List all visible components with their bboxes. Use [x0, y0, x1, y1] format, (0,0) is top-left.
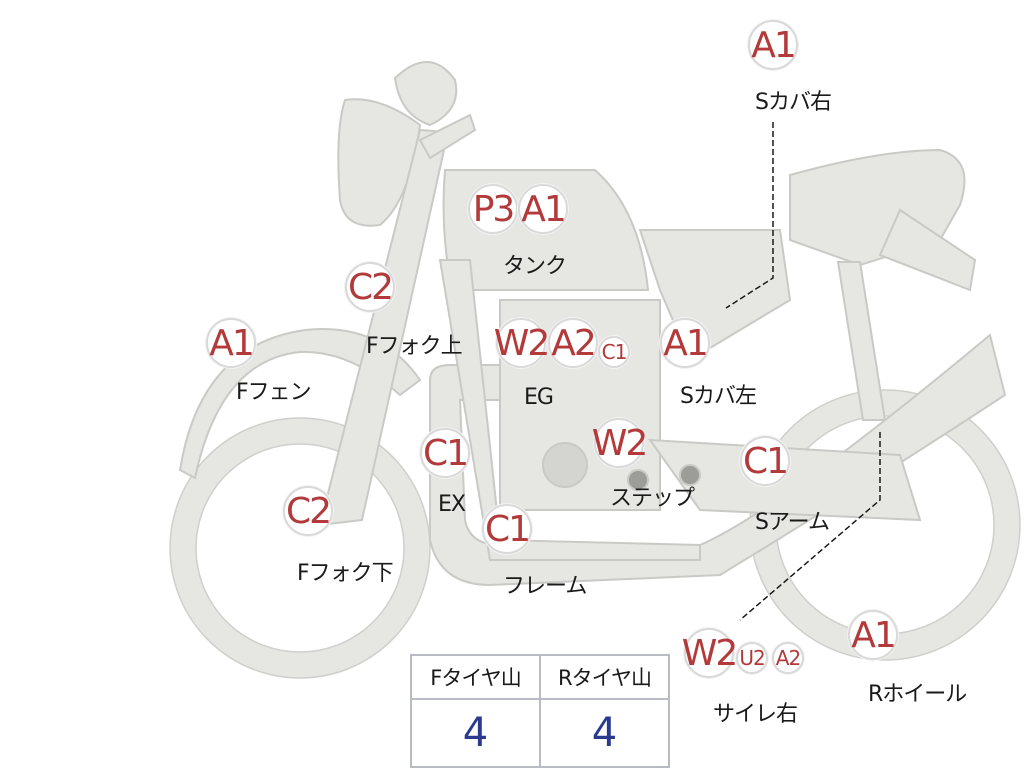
badge-eg-a2: A2: [548, 318, 598, 368]
badge-frame: C1: [482, 504, 532, 554]
badge-ex: C1: [420, 428, 470, 478]
label-silencer-r: サイレ右: [713, 702, 798, 727]
label-ffork-lower: Fフォク下: [297, 561, 394, 586]
badge-silencer-w2: W2: [682, 628, 738, 678]
front-tire-value: 4: [410, 698, 541, 768]
badge-silencer-u2: U2: [736, 642, 768, 674]
badge-silencer-a2: A2: [772, 642, 804, 674]
badge-tank-a1: A1: [518, 184, 568, 234]
label-frame: フレーム: [503, 574, 587, 599]
label-tank: タンク: [503, 254, 567, 279]
badge-tank-p3: P3: [468, 184, 518, 234]
front-wheel: [170, 418, 430, 678]
label-ffork-upper: Fフォク上: [366, 334, 463, 359]
badge-ffork-upper: C2: [345, 262, 395, 312]
badge-sarm: C1: [740, 436, 790, 486]
label-step: ステップ: [610, 486, 695, 511]
badge-step: W2: [592, 418, 648, 468]
tire-tread-table: Fタイヤ山 Rタイヤ山 4 4: [410, 654, 670, 768]
badge-scover-l: A1: [660, 318, 710, 368]
label-eg: EG: [524, 385, 554, 410]
badge-ffender: A1: [206, 318, 256, 368]
label-rwheel: Rホイール: [868, 682, 967, 707]
mirror: [393, 61, 458, 127]
leader-line-silencer: [739, 432, 881, 621]
frame: [438, 259, 701, 561]
badge-eg-c1: C1: [598, 336, 630, 368]
badge-eg-w2: W2: [494, 318, 550, 368]
badge-ffork-lower: C2: [283, 486, 333, 536]
label-scover-l: Sカバ左: [680, 384, 757, 409]
label-ex: EX: [438, 492, 466, 517]
label-sarm: Sアーム: [755, 510, 830, 535]
front-tire-header: Fタイヤ山: [410, 654, 541, 700]
headlight: [337, 98, 422, 227]
badge-scover-r: A1: [748, 20, 798, 70]
badge-rwheel: A1: [848, 610, 898, 660]
rear-tire-header: Rタイヤ山: [539, 654, 670, 700]
label-ffender: Fフェン: [236, 380, 312, 405]
leader-line-scover-r: [725, 122, 774, 309]
label-scover-r: Sカバ右: [755, 90, 832, 115]
rear-tire-value: 4: [539, 698, 670, 768]
